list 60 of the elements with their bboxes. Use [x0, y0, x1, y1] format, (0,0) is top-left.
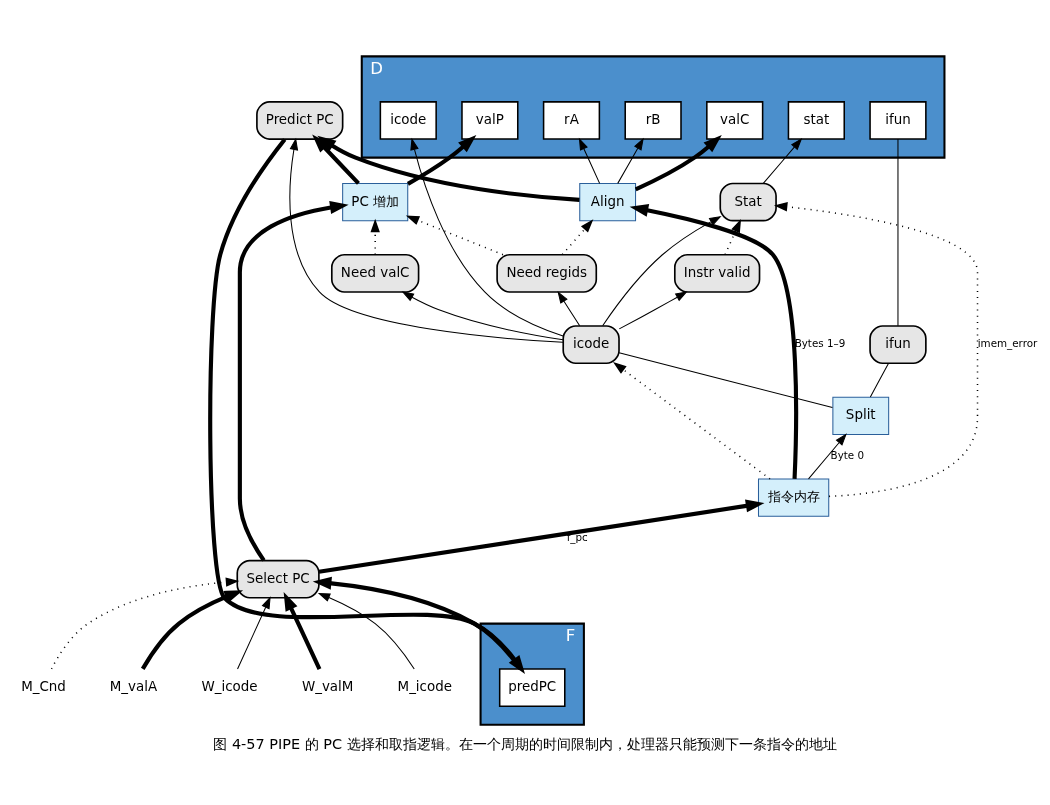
node-text: M_icode [397, 679, 452, 695]
arrow [410, 137, 564, 337]
arrow [289, 137, 564, 343]
node-box: 指令内存 [757, 478, 830, 517]
arrow [773, 202, 979, 498]
node-text: W_valM [301, 679, 354, 695]
node-box: Instr valid [674, 253, 761, 293]
node-box: Predict PC [256, 101, 344, 140]
node-box: ifun [869, 325, 927, 365]
arrow [237, 201, 349, 562]
arrow [140, 590, 244, 670]
node-box: predPC [498, 668, 566, 707]
node-box: valC [706, 101, 764, 140]
node-box: icode [562, 325, 620, 365]
arrow [401, 291, 564, 341]
arrow [629, 203, 799, 479]
arrow [317, 135, 580, 202]
node-box: icode [379, 101, 437, 140]
arrow [618, 291, 688, 330]
arrow [318, 499, 765, 574]
connector [897, 138, 899, 327]
arrow [602, 215, 722, 327]
arrow [312, 134, 360, 185]
arrow [561, 219, 594, 256]
edge-label: Byte 0 [830, 449, 865, 462]
arrow [237, 596, 271, 670]
connector [869, 363, 889, 398]
arrow [557, 291, 581, 327]
edge-label: imem_error [977, 337, 1038, 350]
node-box: stat [787, 101, 845, 140]
node-box: Align [579, 182, 637, 222]
arrow [370, 218, 380, 256]
node-text: M_valA [109, 679, 158, 695]
connector [618, 352, 833, 409]
node-box: Select PC [236, 559, 320, 599]
node-box: ifun [869, 101, 927, 140]
arrow [762, 137, 803, 184]
node-box: rB [624, 101, 682, 140]
node-text: M_Cnd [21, 679, 66, 695]
node-box: Need regids [496, 253, 598, 293]
arrow [617, 137, 644, 184]
arrow [50, 577, 240, 670]
arrow [405, 215, 504, 256]
node-box: Split [832, 396, 890, 436]
node-box: valP [461, 101, 519, 140]
edge-label: f_pc [566, 530, 588, 543]
node-box: Stat [719, 182, 777, 222]
node-text: W_icode [201, 679, 258, 695]
node-box: rA [542, 101, 601, 140]
arrow [317, 592, 415, 670]
arrow [578, 137, 601, 184]
arrow [724, 218, 742, 256]
node-box: Need valC [330, 253, 420, 293]
arrow [808, 433, 847, 480]
caption: 图 4-57 PIPE 的 PC 选择和取指逻辑。在一个周期的时间限制内，处理器只能预测下一条指令的地址 [213, 735, 837, 752]
arrow [634, 134, 722, 192]
arrow [613, 362, 771, 480]
arrow [406, 135, 477, 186]
node-box: PC 增加 [342, 182, 409, 222]
arrow [283, 592, 322, 670]
